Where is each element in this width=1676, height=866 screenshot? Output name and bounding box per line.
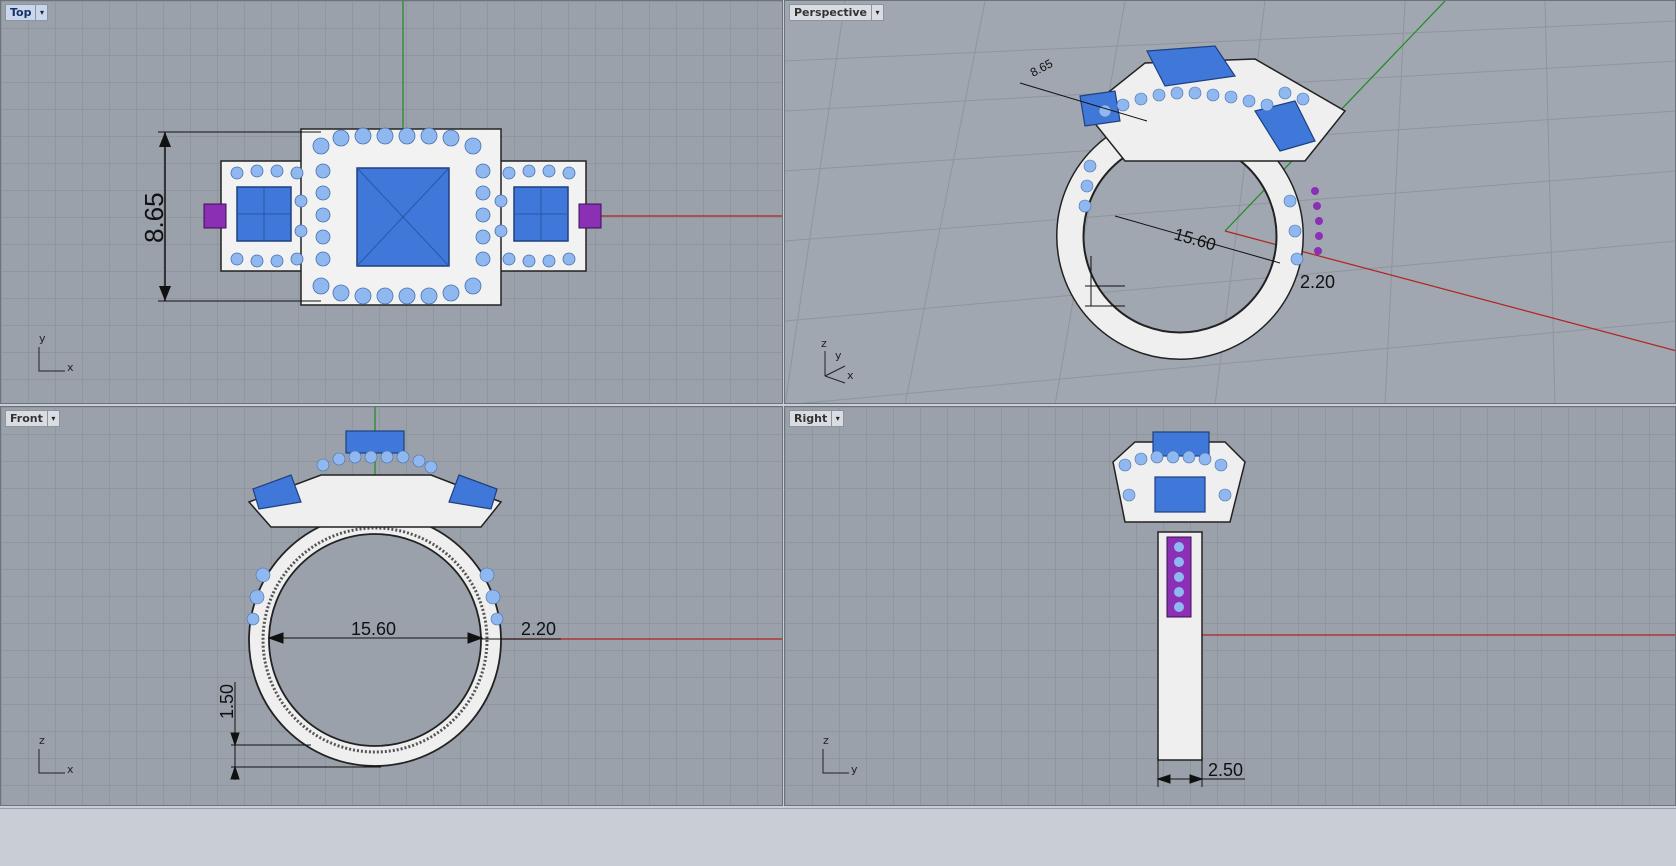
side-stone-right [448,474,498,510]
svg-text:y: y [851,763,858,776]
svg-text:x: x [67,361,74,374]
viewport-title-top[interactable]: Top ▾ [5,4,49,21]
channel-stones [1174,542,1184,612]
side-stone [1154,476,1206,513]
right-view-scene: 2.50 z y [822,431,1675,787]
viewport-title-perspective[interactable]: Perspective ▾ [789,4,885,21]
viewport-title-right[interactable]: Right ▾ [789,410,845,427]
viewport-perspective[interactable]: Perspective ▾ [784,0,1676,404]
purple-stone-right [578,203,602,229]
accent-stones [230,127,576,305]
side-stone-left [252,474,302,510]
ring-head [247,474,503,528]
purple-stone-left [203,203,227,229]
dimension-865 [158,131,321,302]
center-stone [1146,45,1237,87]
dropdown-arrow-icon[interactable]: ▾ [871,5,883,20]
dimension-label-top: 8.65 [1028,56,1055,79]
svg-text:x: x [847,369,854,382]
accent-stones [1078,86,1310,266]
axis-widget-icon: z x [38,734,74,776]
dropdown-arrow-icon[interactable]: ▾ [831,411,843,426]
dimension-label-width: 2.50 [1208,760,1243,780]
svg-text:y: y [835,349,842,362]
axis-widget-icon: z y [822,734,858,776]
accent-stones [1118,450,1232,502]
dimension-label-width: 15.60 [351,619,396,639]
svg-text:z: z [823,734,829,747]
status-strip [0,808,1676,866]
center-stone [1152,431,1210,457]
purple-stones [1311,187,1323,255]
dropdown-arrow-icon[interactable]: ▾ [46,411,59,426]
perspective-view-scene: 8.65 15.60 2.20 z y x [785,1,1675,403]
ring-inner [268,533,482,747]
viewport-right[interactable]: Right ▾ 2.50 z y [784,406,1676,806]
viewport-top[interactable]: Top ▾ [0,0,783,404]
axis-widget-icon: y x [38,332,74,374]
dimension-lines [1156,757,1245,787]
accent-stones [246,450,504,626]
svg-text:z: z [39,734,45,747]
dimension-label-band: 2.20 [1300,272,1335,292]
dimension-label: 8.65 [139,192,169,243]
dropdown-arrow-icon[interactable]: ▾ [35,5,47,20]
dimension-lines [1019,82,1281,307]
dimension-label-band: 2.20 [521,619,556,639]
viewport-front[interactable]: Front ▾ 15.60 [0,406,783,806]
dimension-label-height: 1.50 [217,684,237,719]
center-stone [345,430,405,454]
viewport-title-front[interactable]: Front ▾ [5,410,60,427]
dimension-lines [230,632,561,780]
axis-widget-icon: z y x [821,337,854,384]
top-view-scene: 8.65 y x [38,1,782,374]
side-stone-right [1254,100,1316,152]
dimension-label-width: 15.60 [1172,225,1218,255]
front-view-scene: 15.60 2.20 1.50 z x [38,407,782,780]
svg-text:y: y [39,332,46,345]
svg-text:z: z [821,337,827,350]
svg-text:x: x [67,763,74,776]
